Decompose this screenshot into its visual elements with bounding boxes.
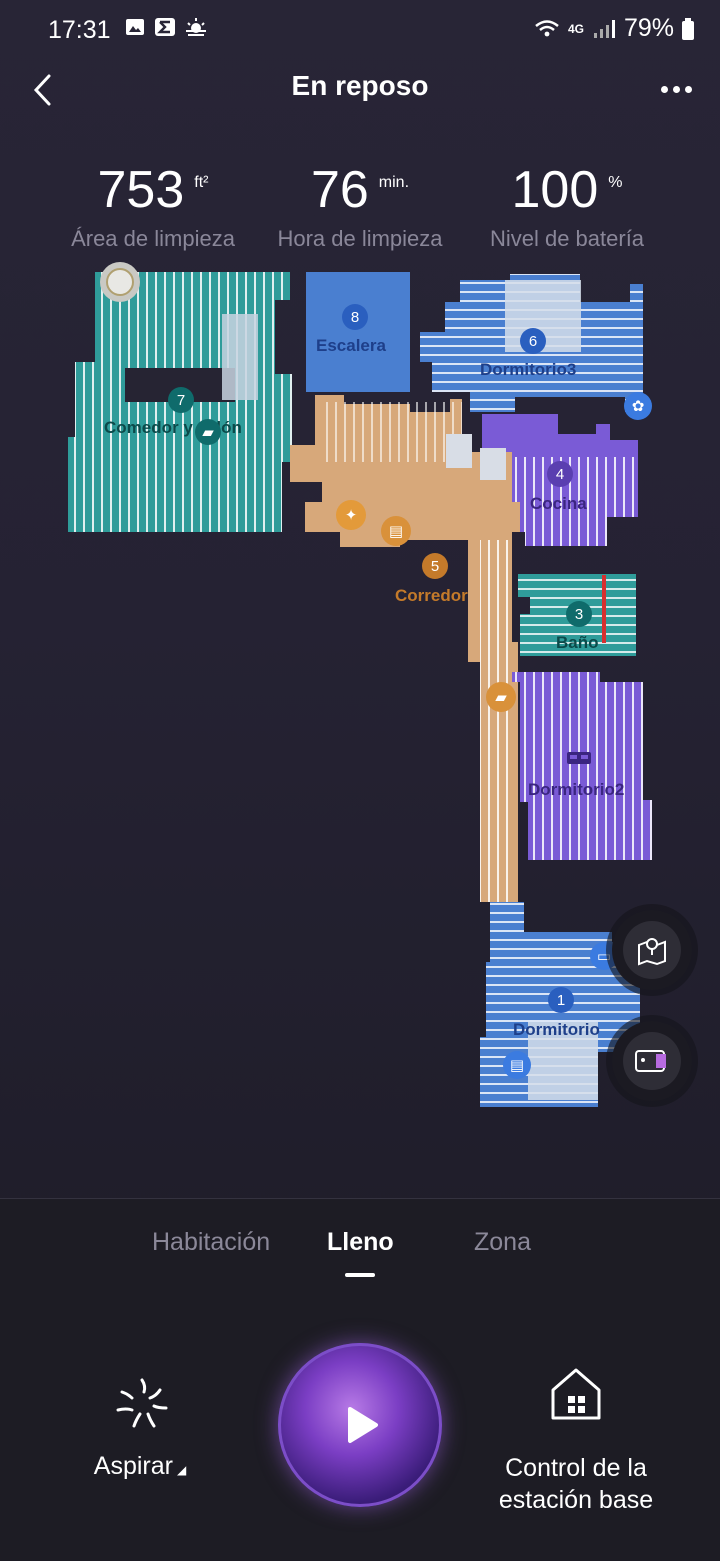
room-label-dormitorio: Dormitorio <box>513 1020 600 1039</box>
station-icon <box>623 1032 681 1090</box>
suction-label[interactable]: Aspirar◢ <box>60 1452 220 1481</box>
start-cleaning-button[interactable] <box>278 1343 442 1507</box>
robot-dock[interactable] <box>100 262 140 302</box>
stat-battery-unit: % <box>608 174 623 191</box>
battery-percent: 79% <box>623 14 674 42</box>
room-label-escalera: Escalera <box>316 336 386 355</box>
room-label-dormitorio3: Dormitorio3 <box>480 360 577 379</box>
cleaning-map[interactable]: 7 Comedor y salón 8 Escalera 6 Dormitori… <box>0 262 720 1142</box>
room-dormitorio2[interactable] <box>512 672 652 860</box>
chevron-left-icon <box>33 74 51 106</box>
signal-icon <box>593 19 615 38</box>
room-badge-8[interactable]: 8 <box>342 304 368 330</box>
tab-lleno[interactable]: Lleno <box>327 1228 394 1256</box>
stat-battery-label: Nivel de batería <box>489 226 645 251</box>
tab-habitacion[interactable]: Habitación <box>152 1228 271 1256</box>
stat-battery-value: 100 <box>511 161 599 219</box>
home-icon <box>551 1368 601 1420</box>
tab-indicator <box>345 1273 375 1277</box>
room-label-corredor: Corredor <box>395 586 468 605</box>
dropdown-corner-icon: ◢ <box>176 1463 187 1477</box>
stat-area-label: Área de limpieza <box>71 226 235 251</box>
room-badge-4[interactable]: 4 <box>547 461 573 487</box>
trash-marker-dormitorio-icon[interactable]: ▤ <box>503 1051 531 1079</box>
map-edit-button[interactable] <box>612 910 692 990</box>
sigma-icon <box>154 16 176 38</box>
slipper-marker-icon[interactable]: ▰ <box>195 419 221 445</box>
status-right: 4G 79% <box>534 14 694 43</box>
stat-time-value: 76 <box>310 161 369 219</box>
trash-marker-icon[interactable]: ▤ <box>381 516 411 546</box>
wifi-icon <box>535 19 559 36</box>
room-badge-3[interactable]: 3 <box>566 601 592 627</box>
room-badge-7[interactable]: 7 <box>168 387 194 413</box>
tab-zona[interactable]: Zona <box>474 1228 531 1256</box>
stat-time-label: Hora de limpieza <box>277 226 443 251</box>
obstacle-marker-icon[interactable]: ✿ <box>624 392 652 420</box>
battery-icon <box>682 17 694 40</box>
stat-time: 76 min. Hora de limpieza <box>250 160 470 252</box>
room-escalera[interactable] <box>306 272 410 392</box>
bed-marker-icon <box>566 750 592 768</box>
stat-area-value: 753 <box>97 161 185 219</box>
room-badge-6[interactable]: 6 <box>520 328 546 354</box>
room-badge-1[interactable]: 1 <box>548 987 574 1013</box>
room-label-comedor: Comedor y salón <box>104 418 242 437</box>
room-label-bano: Baño <box>556 633 599 652</box>
status-notification-icons <box>124 16 206 38</box>
base-station-view-button[interactable] <box>612 1021 692 1101</box>
stat-time-unit: min. <box>378 174 410 191</box>
gallery-icon <box>124 16 146 38</box>
pet-marker-icon[interactable]: ✦ <box>336 500 366 530</box>
room-corredor[interactable] <box>290 395 520 902</box>
back-button[interactable] <box>24 70 64 110</box>
play-icon <box>348 1407 378 1443</box>
suction-label-text: Aspirar <box>93 1452 173 1480</box>
room-label-dormitorio2: Dormitorio2 <box>528 780 625 799</box>
map-pin-icon <box>623 921 681 979</box>
base-station-control-button[interactable] <box>545 1366 607 1422</box>
stat-area-unit: ft² <box>194 174 209 191</box>
page-title: En reposo <box>291 70 429 101</box>
slipper-marker-corridor-icon[interactable]: ▰ <box>486 682 516 712</box>
room-badge-5[interactable]: 5 <box>422 553 448 579</box>
fan-icon <box>116 1378 168 1428</box>
suction-button[interactable] <box>110 1372 174 1436</box>
network-label: 4G <box>567 21 584 36</box>
status-time: 17:31 <box>48 16 111 44</box>
base-station-label[interactable]: Control de la estación base <box>498 1454 654 1514</box>
stat-battery: 100% Nivel de batería <box>457 160 677 252</box>
map-svg <box>68 262 652 1107</box>
more-options-button[interactable] <box>652 74 692 104</box>
weather-icon <box>184 16 206 38</box>
stat-area: 753 ft² Área de limpieza <box>43 160 263 252</box>
room-label-cocina: Cocina <box>530 494 587 513</box>
